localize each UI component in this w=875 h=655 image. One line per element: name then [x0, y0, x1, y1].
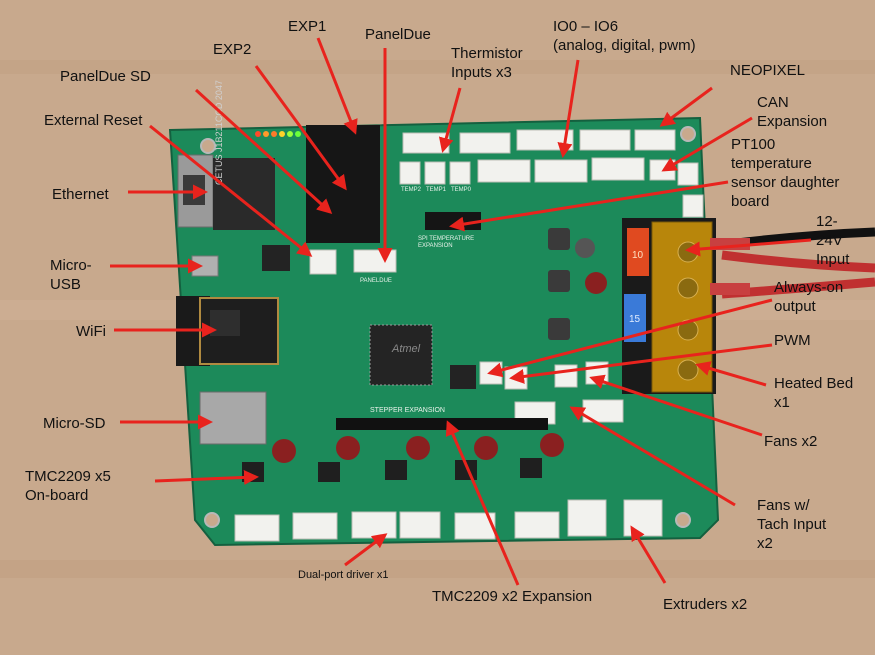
- status-leds: [255, 131, 301, 137]
- callout-arrows: [110, 37, 812, 586]
- capacitors: [272, 238, 607, 463]
- label-tmc-expansion: TMC2209 x2 Expansion: [432, 588, 593, 605]
- label-tmc-onboard: TMC2209 x5 On-board: [25, 468, 111, 504]
- temp1-silk: TEMP1: [426, 187, 447, 193]
- arrow-pwm: [509, 343, 773, 384]
- mosfet: [450, 365, 476, 389]
- mount-hole: [200, 138, 216, 154]
- label-exp1: EXP1: [288, 18, 327, 35]
- silkscreen: TEMP2 TEMP1 TEMP0 PANELDUE STEPPER EXPAN…: [360, 187, 472, 414]
- arrow-neopixel: [659, 86, 713, 127]
- inductors: [548, 228, 570, 340]
- stepper-expansion-silk: STEPPER EXPANSION: [370, 407, 445, 414]
- arrow-external-reset: [149, 124, 313, 257]
- temp0-silk: TEMP0: [451, 187, 472, 193]
- arrow-fans: [589, 374, 763, 437]
- arrow-dual-port: [344, 533, 388, 567]
- fuse-15-label: 15: [629, 314, 641, 325]
- label-heated-bed: Heated Bed x1: [774, 375, 854, 411]
- label-io: IO0 – IO6 (analog, digital, pwm): [553, 18, 696, 54]
- label-pwm: PWM: [774, 332, 811, 349]
- mount-hole: [675, 512, 691, 528]
- label-fans-tach: Fans w/ Tach Input x2: [757, 497, 827, 552]
- temp2-silk: TEMP2: [401, 187, 422, 193]
- mcu-chip: Atmel: [369, 324, 433, 386]
- arrow-exp2: [254, 65, 347, 191]
- arrow-exp1: [316, 37, 358, 135]
- label-micro-usb: Micro- USB: [50, 257, 92, 293]
- label-always-on: Always-on output: [774, 279, 844, 315]
- label-extruders: Extruders x2: [663, 596, 748, 613]
- label-thermistor: Thermistor Inputs x3: [451, 45, 523, 81]
- arrow-tmc-onboard: [154, 469, 259, 485]
- arrow-pt100: [449, 180, 729, 232]
- label-wifi: WiFi: [76, 323, 106, 340]
- label-power-input: 12- 24V Input: [816, 213, 850, 268]
- label-dual-port: Dual-port driver x1: [298, 569, 389, 581]
- arrow-io: [557, 59, 580, 158]
- arrow-heated-bed: [695, 361, 767, 387]
- fuse-15: [624, 294, 646, 342]
- label-exp2: EXP2: [213, 41, 252, 58]
- arrow-thermistor: [438, 87, 462, 153]
- label-fans: Fans x2: [764, 433, 818, 450]
- ethernet-jack: CETUS J1B211CCD 2047: [177, 80, 275, 230]
- label-micro-sd: Micro-SD: [43, 415, 106, 432]
- label-ethernet: Ethernet: [52, 186, 109, 203]
- label-can: CAN Expansion: [757, 94, 828, 130]
- mcu-brand: Atmel: [391, 343, 421, 355]
- stepper-expansion-header: [336, 418, 548, 430]
- small-ic: [262, 245, 290, 271]
- label-pt100: PT100 temperature sensor daughter board: [731, 136, 840, 210]
- sd-slot: [199, 391, 267, 445]
- power-wires: [710, 227, 875, 299]
- arrow-tmc-expansion: [445, 420, 520, 586]
- label-neopixel: NEOPIXEL: [730, 62, 806, 79]
- fuse-10: [627, 228, 649, 276]
- arrow-extruders: [630, 525, 667, 584]
- mount-hole: [680, 126, 696, 142]
- label-external-reset: External Reset: [44, 112, 143, 129]
- arrow-power-input: [685, 238, 812, 257]
- arrow-paneldue-sd: [194, 88, 333, 215]
- ethernet-magnetics-text: CETUS J1B211CCD 2047: [214, 80, 224, 185]
- paneldue-silk: PANELDUE: [360, 278, 392, 284]
- arrow-always-on: [487, 298, 773, 378]
- label-paneldue-sd: PanelDue SD: [60, 68, 151, 85]
- arrow-can: [661, 116, 753, 172]
- mount-hole: [204, 512, 220, 528]
- fuse-10-label: 10: [632, 250, 644, 261]
- label-paneldue: PanelDue: [365, 26, 431, 43]
- arrow-fans-tach: [569, 406, 736, 507]
